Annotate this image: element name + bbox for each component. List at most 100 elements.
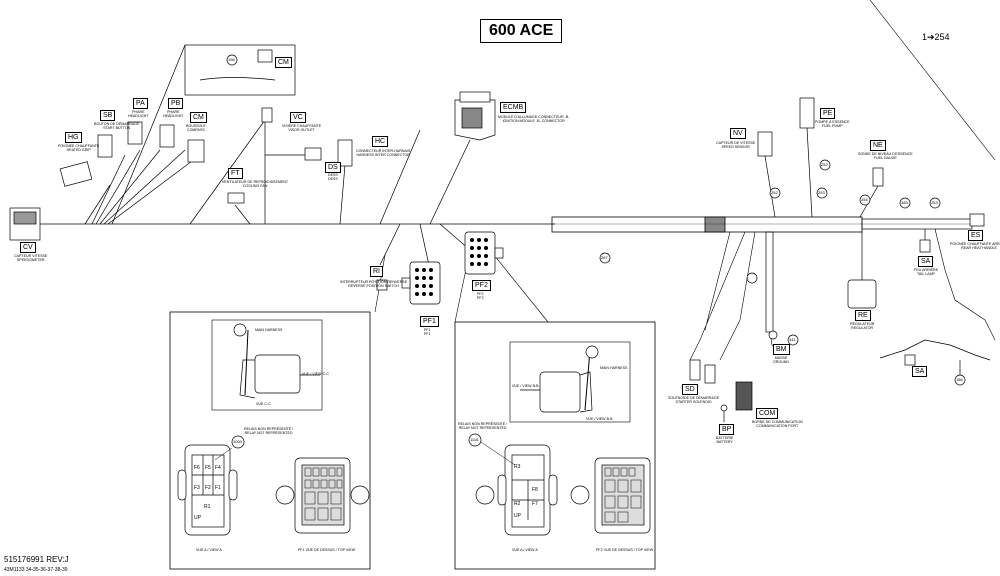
code-pb: PB (168, 98, 184, 109)
desc-hc: CONNECTEUR INTER-HARNAIS HARNESS INTER C… (356, 149, 411, 158)
fuse-left-f4: F4 (215, 465, 221, 471)
es-connector (969, 213, 985, 227)
nv-connector (757, 131, 773, 157)
fuse-left-r1: R1 (204, 504, 211, 510)
desc-vc: VISIÈRE CHAUFFANTE VISOR OUTLET (282, 124, 322, 133)
code-cm1: CM (190, 112, 207, 123)
code-ri: RI (370, 266, 383, 277)
desc-ri: INTERRUPTEUR POSITION RENVERSE REVERSE P… (340, 280, 408, 289)
desc-cv: CAPTEUR VITESSE SPEEDOMETER (14, 254, 48, 263)
document-number: 515176991 REV:J (4, 555, 69, 564)
callout-185: 185 (901, 200, 908, 205)
desc-pa: PHARE HEADLIGHT (128, 110, 149, 119)
sd-connector (689, 359, 701, 381)
ds-connector (304, 147, 322, 161)
hg-connector (59, 161, 93, 187)
label-harness-right: MAIN HARNESS (600, 366, 628, 370)
code-hc: HC (372, 136, 389, 147)
callout-254: 254 (861, 197, 868, 202)
pe-connector (799, 97, 815, 129)
pa-connector (127, 121, 143, 145)
fuse-left-f5: F5 (205, 465, 211, 471)
label-view-a-right: VUE A / VIEW A (512, 548, 538, 552)
code-cm2: CM (275, 57, 292, 68)
sa-connector (919, 239, 931, 253)
cm-connector (187, 139, 205, 163)
label-bb-main: VUE / VIEW B-B (586, 417, 613, 421)
ne-connector (872, 167, 884, 187)
label-rep-left: RELAIS NON REPRÉSENTÉ / RELAY NOT REPRES… (244, 427, 294, 436)
fuse-right-up: UP (514, 513, 521, 519)
code-ds: DS (325, 162, 341, 173)
desc-com: BORNE DE COMMUNICATION COMMUNICATION POR… (752, 420, 803, 429)
label-rep-right: RELAIS NON REPRÉSENTÉ / RELAY NOT REPRES… (458, 422, 508, 431)
detail-panel-left (169, 311, 371, 570)
code-bp: BP (719, 424, 735, 435)
desc-sb: BOUTON DE DÉMARRAGE START BUTTON (94, 122, 140, 131)
hc-connector (337, 139, 353, 167)
desc-hg: POIGNÉE CHAUFFANTE HEATED GRIP (58, 144, 100, 153)
fuse-left-f1: F1 (215, 485, 221, 491)
desc-bm: MASSE GROUND (773, 356, 789, 365)
code-ne: NE (870, 140, 886, 151)
callout-1116: 1116 (470, 437, 479, 442)
harness-branch-down (765, 231, 774, 333)
callout-341: 341 (789, 337, 796, 342)
desc-cm1: BOUSSOLE COMPASS (186, 124, 206, 133)
code-ft: FT (228, 168, 243, 179)
pb-connector (159, 124, 175, 148)
desc-pb: PHARE HEADLIGHT (163, 110, 184, 119)
ri-connector (376, 279, 388, 291)
callout-186: 186 (956, 377, 963, 382)
code-com: COM (756, 408, 779, 419)
label-harness-left: MAIN HARNESS (255, 328, 283, 332)
sb-connector (97, 134, 113, 158)
label-pf2-view: PF2 VUE DE DESSUS / TOP VIEW (596, 548, 654, 552)
code-sd: SD (682, 384, 698, 395)
com-port (735, 381, 753, 411)
desc-ds: DESS DESS (328, 173, 338, 182)
code-re: RE (855, 310, 871, 321)
desc-pf2: PF2 PF2 (477, 292, 484, 301)
code-es: ES (968, 230, 984, 241)
callout-253: 253 (818, 190, 825, 195)
harness-hatch (704, 216, 726, 233)
callout-252b: 252 (771, 190, 778, 195)
fuse-right-r3: R3 (514, 464, 521, 470)
ft-connector (227, 192, 245, 204)
re-regulator (847, 279, 877, 309)
desc-pe: POMPE À ESSENCE FUEL PUMP (815, 120, 850, 129)
code-hg: HG (65, 132, 82, 143)
fuse-left-f3: F3 (194, 485, 200, 491)
desc-nv: CAPTEUR DE VITESSE SPEED SENSOR (716, 141, 756, 150)
callout-253b: 253 (931, 200, 938, 205)
desc-es: POIGNÉE CHAUFFANTE ARRIÈRE REAR HEAT HAN… (950, 242, 1000, 251)
callout-267: 267 (601, 255, 608, 260)
code-nv: NV (730, 128, 746, 139)
desc-ne: SONDE DE NIVEAU D'ESSENCE FUEL GAUGE (858, 152, 913, 161)
label-view-a-left: VUE A / VIEW A (196, 548, 222, 552)
fuse-left-up: UP (194, 515, 201, 521)
desc-bp: BATTERIE BATTERY (716, 436, 734, 445)
page-reference: 1➔254 (922, 32, 950, 42)
bm-ground (768, 330, 778, 340)
fuse-right-f8: F8 (532, 487, 538, 493)
desc-sa: FEU ARRIÈRE TAIL LAMP (914, 268, 938, 277)
code-vc: VC (290, 112, 306, 123)
fuse-left-f6: F6 (194, 465, 200, 471)
label-bb-side: VUE / VIEW B-B (512, 384, 539, 388)
desc-re: RÉGULATEUR REGULATOR (850, 322, 875, 331)
code-sa2: SA (912, 366, 928, 377)
label-cc-main: VUE C-C (256, 402, 271, 406)
detail-panel-right (454, 321, 656, 570)
callout-252a: 252 (821, 162, 828, 167)
fuse-right-r2: R2 (514, 501, 521, 507)
desc-ft: VENTILATEUR DE REFROIDISSEMENT COOLING F… (222, 180, 289, 189)
drawing-number: 43M1133 34-35-36-37-38-39 (4, 567, 68, 573)
callout-1000: 1000 (233, 439, 242, 444)
code-ecmb: ECMB (500, 102, 527, 113)
callout-196: 196 (228, 57, 235, 62)
code-sa: SA (918, 256, 934, 267)
bp-battery (720, 404, 728, 412)
